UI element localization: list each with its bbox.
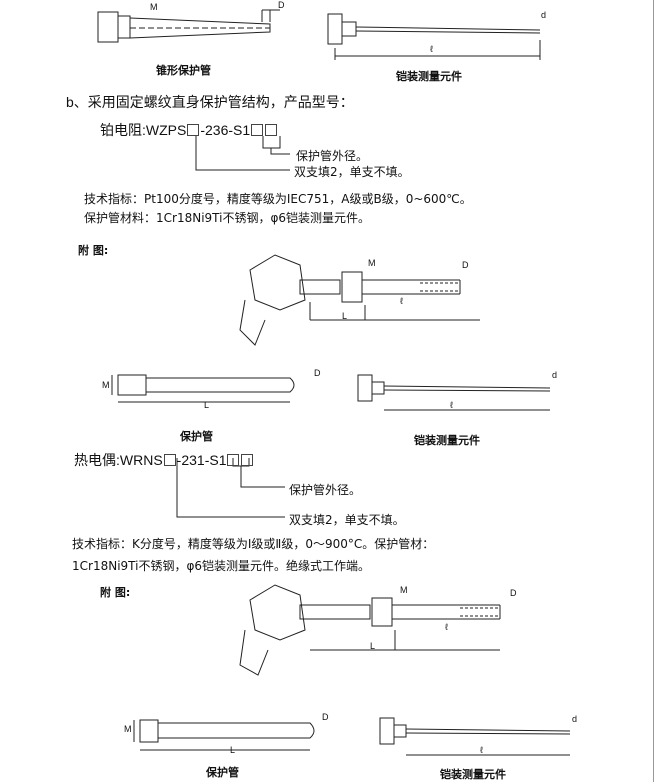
dim-m: M bbox=[102, 380, 110, 390]
spec-rtd: 技术指标：Pt100分度号，精度等级为IEC751，A级或B级，0~600℃。 bbox=[84, 192, 472, 206]
option-box bbox=[241, 454, 254, 466]
option-box bbox=[251, 124, 264, 136]
caption-tube: 保护管 bbox=[180, 430, 213, 443]
dim-l: ℓ bbox=[445, 622, 448, 632]
leader-branch-b bbox=[195, 136, 290, 171]
note-diameter: 保护管外径。 bbox=[289, 483, 362, 497]
figure-label: 附 图: bbox=[100, 586, 131, 599]
dim-d: D bbox=[510, 588, 517, 598]
dim-m: M bbox=[124, 724, 132, 734]
caption-element: 铠装测量元件 bbox=[414, 434, 480, 447]
armored-element-1 bbox=[357, 374, 551, 411]
dim-L: L bbox=[204, 400, 210, 410]
dim-d: D bbox=[278, 0, 285, 10]
armored-element-top bbox=[327, 13, 541, 60]
dim-L: L bbox=[230, 745, 236, 755]
model-mid: -231-S1 bbox=[176, 452, 227, 468]
dim-d: D bbox=[322, 712, 329, 722]
dim-m: M bbox=[150, 2, 158, 12]
option-box bbox=[227, 454, 240, 466]
straight-tube-drawing-2 bbox=[133, 719, 315, 751]
dim-l: ℓ bbox=[430, 44, 433, 54]
model-mid: -236-S1 bbox=[200, 122, 251, 138]
dim-d-small: d bbox=[572, 714, 578, 724]
dim-d-small: d bbox=[541, 10, 547, 20]
spec-thermocouple: 技术指标：K分度号，精度等级为Ⅰ级或Ⅱ级，0～900°C。保护管材： bbox=[72, 537, 435, 551]
dim-d-small: d bbox=[552, 370, 558, 380]
material-thermocouple: 1Cr18Ni9Ti不锈钢，φ6铠装测量元件。绝缘式工作端。 bbox=[72, 559, 371, 573]
assembly-drawing-2 bbox=[239, 584, 501, 676]
caption-armored-element: 铠装测量元件 bbox=[396, 70, 462, 83]
dim-l: ℓ bbox=[450, 400, 453, 410]
caption-element: 铠装测量元件 bbox=[440, 768, 506, 781]
dim-m: M bbox=[368, 258, 376, 268]
straight-tube-drawing-1 bbox=[111, 374, 295, 403]
dim-m: M bbox=[400, 585, 408, 595]
note-branch: 双支填2，单支不填。 bbox=[289, 513, 405, 527]
dim-L: L bbox=[370, 641, 376, 651]
assembly-drawing-1 bbox=[239, 254, 480, 346]
model-prefix: 热电偶:WRNS bbox=[74, 452, 163, 468]
model-prefix: 铂电阻:WZPS bbox=[100, 122, 187, 138]
note-branch: 双支填2，单支不填。 bbox=[294, 165, 410, 179]
section-b-heading: b、采用固定螺纹直身保护管结构，产品型号： bbox=[66, 94, 354, 110]
dim-L: L bbox=[342, 311, 348, 321]
option-box bbox=[187, 124, 200, 136]
figure-label: 附 图: bbox=[78, 244, 109, 257]
model-number-rtd: 铂电阻:WZPS -236-S1 bbox=[100, 120, 278, 140]
option-box bbox=[163, 454, 176, 466]
leader-diameter-tc bbox=[232, 458, 285, 488]
model-number-thermocouple: 热电偶:WRNS -231-S1 bbox=[74, 450, 254, 470]
cone-tube-drawing bbox=[97, 9, 280, 43]
caption-tube: 保护管 bbox=[206, 766, 239, 779]
dim-d: D bbox=[462, 260, 469, 270]
dim-d: D bbox=[314, 368, 321, 378]
note-diameter: 保护管外径。 bbox=[296, 149, 369, 163]
leader-diameter-b bbox=[262, 136, 290, 155]
caption-cone-tube: 锥形保护管 bbox=[156, 64, 211, 77]
dim-l: ℓ bbox=[400, 296, 403, 306]
dim-l: ℓ bbox=[480, 745, 483, 755]
leader-branch-tc bbox=[176, 458, 285, 518]
armored-element-2 bbox=[379, 717, 571, 756]
material-rtd: 保护管材料：1Cr18Ni9Ti不锈钢，φ6铠装测量元件。 bbox=[84, 211, 371, 225]
option-box bbox=[265, 124, 278, 136]
